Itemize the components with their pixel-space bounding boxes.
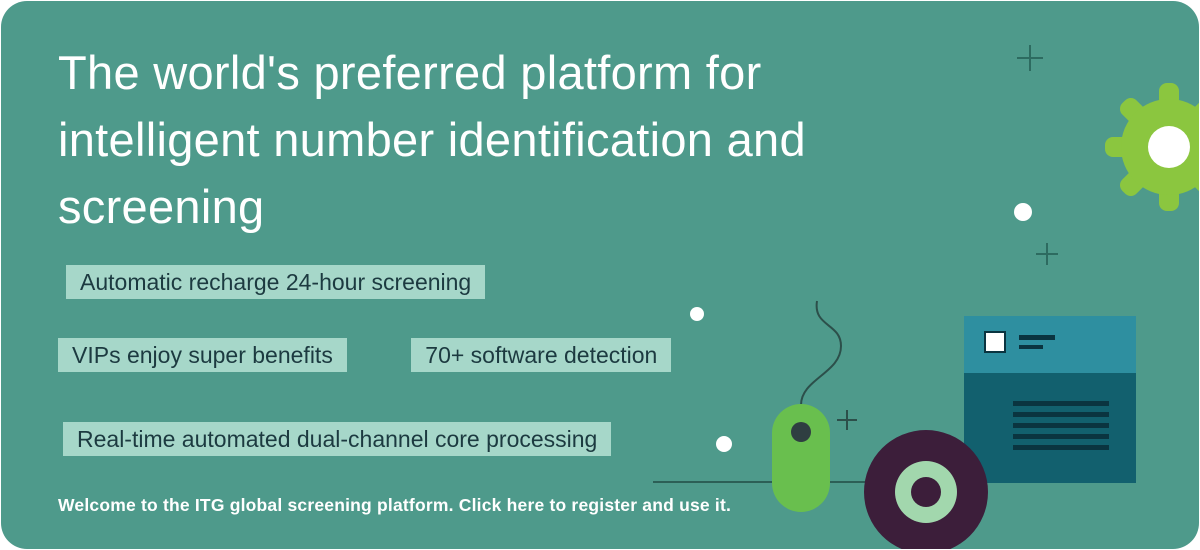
tag-row-3: Real-time automated dual-channel core pr…	[63, 422, 612, 456]
feature-tag-software-detection: 70+ software detection	[411, 338, 672, 372]
dot-icon	[1014, 203, 1032, 221]
plus-icon	[1036, 243, 1058, 265]
plus-icon	[1017, 45, 1043, 71]
dot-icon	[690, 307, 704, 321]
mouse-icon	[772, 404, 830, 512]
tag-row-2: VIPs enjoy super benefits 70+ software d…	[58, 338, 672, 372]
gear-icon	[1105, 83, 1199, 211]
computer-icon	[964, 316, 1136, 483]
plus-icon	[837, 410, 857, 430]
welcome-register-link[interactable]: Welcome to the ITG global screening plat…	[58, 495, 732, 515]
dot-icon	[716, 436, 732, 452]
tag-row-1: Automatic recharge 24-hour screening	[66, 265, 486, 299]
feature-tag-dual-channel: Real-time automated dual-channel core pr…	[63, 422, 612, 456]
wheel-icon	[864, 430, 988, 549]
feature-tag-automatic-recharge: Automatic recharge 24-hour screening	[66, 265, 486, 299]
mouse-wire	[800, 300, 843, 406]
banner-heading: The world's preferred platform for intel…	[58, 46, 806, 233]
feature-tag-vip-benefits: VIPs enjoy super benefits	[58, 338, 347, 372]
